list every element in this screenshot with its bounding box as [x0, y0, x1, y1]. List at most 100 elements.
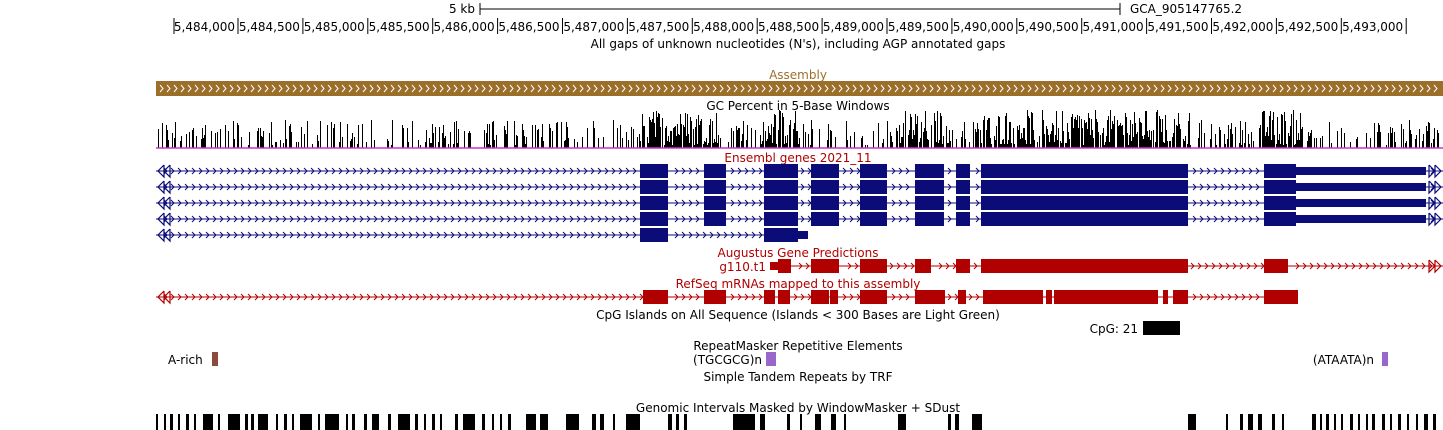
cpg-islands-track[interactable]: CpG Islands on All Sequence (Islands < 3…	[596, 308, 1180, 336]
exon-block[interactable]	[798, 231, 808, 239]
exon-block[interactable]	[1296, 167, 1426, 175]
augustus-gene-model[interactable]	[770, 259, 1443, 274]
exon-block[interactable]	[704, 212, 726, 226]
exon-block[interactable]	[956, 164, 970, 178]
ruler-tick-label: 5,492,000	[1212, 20, 1273, 34]
exon-block[interactable]	[1264, 180, 1296, 194]
assembly-track[interactable]: Assembly	[156, 68, 1443, 96]
exon-block[interactable]	[956, 180, 970, 194]
exon-block[interactable]	[704, 164, 726, 178]
exon-block[interactable]	[811, 290, 829, 304]
gene-model-row[interactable]	[156, 180, 1443, 195]
exon-block[interactable]	[981, 164, 1188, 178]
exon-block[interactable]	[1296, 199, 1426, 207]
repeat-element-arich[interactable]	[212, 352, 218, 366]
exon-block[interactable]	[764, 196, 798, 210]
exon-block[interactable]	[915, 196, 944, 210]
exon-block[interactable]	[1296, 215, 1426, 223]
windowmasker-track[interactable]: Genomic Intervals Masked by WindowMasker…	[156, 401, 1436, 430]
exon-block[interactable]	[640, 228, 668, 242]
trf-track[interactable]: Simple Tandem Repeats by TRF	[703, 370, 892, 384]
exon-block[interactable]	[764, 228, 798, 242]
exon-block[interactable]	[764, 180, 798, 194]
exon-block[interactable]	[811, 180, 839, 194]
gene-model-row[interactable]	[770, 259, 1443, 274]
gap-track[interactable]: All gaps of unknown nucleotides (N's), i…	[591, 37, 1006, 51]
exon-block[interactable]	[1264, 259, 1288, 273]
ensembl-genes-track[interactable]: Ensembl genes 2021_11	[156, 151, 1443, 243]
exon-block[interactable]	[860, 180, 887, 194]
exon-block[interactable]	[958, 290, 966, 304]
repeat-label-ataata[interactable]: (ATAATA)n	[1313, 353, 1374, 367]
exon-block[interactable]	[640, 196, 668, 210]
exon-block[interactable]	[830, 290, 838, 304]
repeatmasker-track[interactable]: RepeatMasker Repetitive Elements A-rich …	[168, 339, 1388, 367]
gc-percent-track[interactable]: GC Percent in 5-Base Windows	[156, 99, 1443, 149]
augustus-track[interactable]: Augustus Gene Predictions g110.t1	[717, 246, 1443, 274]
exon-block[interactable]	[860, 290, 887, 304]
repeat-element-ataata[interactable]	[1382, 352, 1388, 366]
exon-block[interactable]	[811, 196, 839, 210]
exon-block[interactable]	[981, 212, 1188, 226]
exon-block[interactable]	[1046, 290, 1052, 304]
exon-block[interactable]	[981, 196, 1188, 210]
repeat-label-tgcgcg[interactable]: (TGCGCG)n	[693, 353, 762, 367]
masked-interval	[898, 414, 906, 430]
exon-block[interactable]	[956, 196, 970, 210]
exon-block[interactable]	[770, 262, 778, 270]
exon-block[interactable]	[640, 212, 668, 226]
masked-interval	[668, 414, 672, 430]
exon-block[interactable]	[1264, 196, 1296, 210]
refseq-mrna-model[interactable]	[156, 290, 1298, 305]
augustus-item-label[interactable]: g110.t1	[719, 260, 766, 274]
exon-block[interactable]	[983, 290, 1043, 304]
exon-block[interactable]	[640, 180, 668, 194]
exon-block[interactable]	[811, 164, 839, 178]
exon-block[interactable]	[704, 180, 726, 194]
cpg-item-label[interactable]: CpG: 21	[1090, 322, 1138, 336]
exon-block[interactable]	[915, 164, 944, 178]
exon-block[interactable]	[764, 212, 798, 226]
gene-model-row[interactable]	[156, 164, 1443, 179]
exon-block[interactable]	[1163, 290, 1168, 304]
refseq-track[interactable]: RefSeq mRNAs mapped to this assembly	[156, 277, 1298, 305]
exon-block[interactable]	[915, 180, 944, 194]
gene-model-row[interactable]	[156, 196, 1443, 211]
exon-block[interactable]	[860, 212, 887, 226]
repeat-label-arich[interactable]: A-rich	[168, 353, 203, 367]
exon-block[interactable]	[956, 259, 970, 273]
exon-block[interactable]	[1264, 290, 1298, 304]
exon-block[interactable]	[956, 212, 970, 226]
exon-block[interactable]	[704, 196, 726, 210]
exon-block[interactable]	[915, 259, 931, 273]
exon-block[interactable]	[860, 259, 887, 273]
gene-model-row[interactable]	[156, 228, 808, 243]
exon-block[interactable]	[778, 259, 791, 273]
exon-block[interactable]	[778, 290, 790, 304]
exon-block[interactable]	[811, 212, 839, 226]
repeat-element-tgcgcg[interactable]	[766, 352, 776, 366]
exon-block[interactable]	[704, 290, 726, 304]
cpg-island[interactable]	[1143, 321, 1180, 335]
gene-model-row[interactable]	[156, 212, 1443, 227]
exon-block[interactable]	[764, 164, 798, 178]
exon-block[interactable]	[915, 290, 945, 304]
exon-block[interactable]	[640, 164, 668, 178]
exon-block[interactable]	[1173, 290, 1188, 304]
exon-block[interactable]	[764, 290, 775, 304]
exon-block[interactable]	[1264, 164, 1296, 178]
exon-block[interactable]	[811, 259, 839, 273]
exon-block[interactable]	[1054, 290, 1158, 304]
exon-block[interactable]	[1264, 212, 1296, 226]
gene-model-row[interactable]	[156, 290, 1298, 305]
exon-block[interactable]	[860, 196, 887, 210]
exon-block[interactable]	[981, 180, 1188, 194]
exon-block[interactable]	[1296, 183, 1426, 191]
ensembl-transcripts[interactable]	[156, 164, 1443, 243]
exon-block[interactable]	[860, 164, 887, 178]
exon-block[interactable]	[915, 212, 944, 226]
exon-block[interactable]	[981, 259, 1188, 273]
exon-block[interactable]	[643, 290, 668, 304]
